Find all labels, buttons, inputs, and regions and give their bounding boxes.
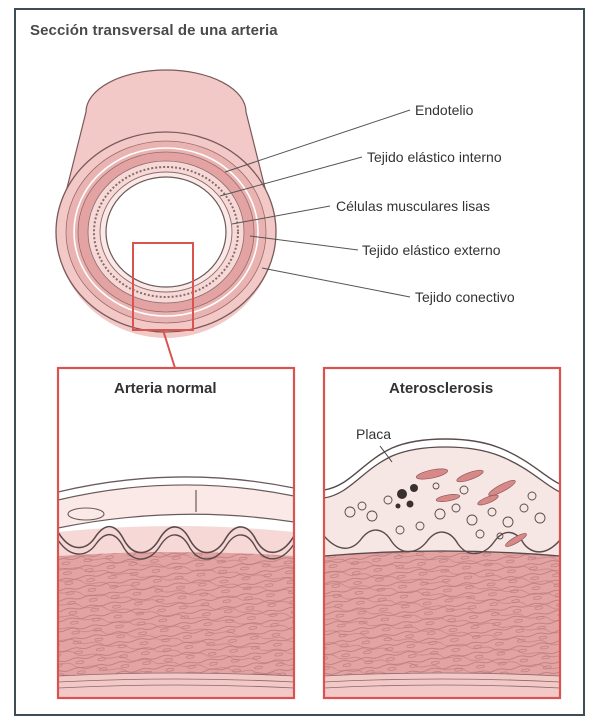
artery-tube: [56, 70, 276, 338]
label-endotelio: Endotelio: [415, 102, 473, 118]
panel-normal-title: Arteria normal: [114, 380, 217, 397]
label-tejido-elastico-interno: Tejido elástico interno: [367, 149, 502, 165]
label-placa: Placa: [356, 426, 391, 442]
panel-atherosclerosis: [324, 368, 560, 698]
label-tejido-conectivo: Tejido conectivo: [415, 289, 515, 305]
label-celulas-musculares-lisas: Células musculares lisas: [336, 198, 490, 214]
label-tejido-elastico-externo: Tejido elástico externo: [362, 242, 501, 258]
panel-normal: [58, 368, 294, 698]
panel-atherosclerosis-title: Aterosclerosis: [389, 380, 493, 397]
